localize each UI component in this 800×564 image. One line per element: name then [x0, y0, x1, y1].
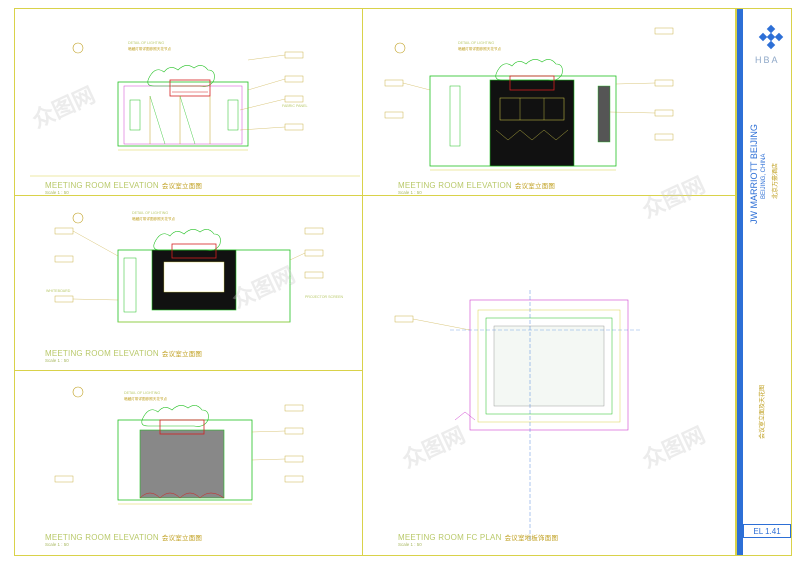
panel-scale-5: Scale 1 : 50	[398, 542, 422, 547]
svg-text:DETAIL OF LIGHTING: DETAIL OF LIGHTING	[124, 391, 160, 395]
grid-divider-vertical	[362, 8, 363, 556]
panel-scale-3: Scale 1 : 50	[45, 358, 69, 363]
grid-divider-row2	[14, 370, 362, 371]
panel-scale-2: Scale 1 : 50	[398, 190, 422, 195]
brand-logo-icon	[758, 24, 784, 50]
title-block: HBA JW MARRIOTT BEIJING BEIJING, CHINA 北…	[736, 8, 792, 556]
svg-text:PROJECTOR SCREEN: PROJECTOR SCREEN	[305, 295, 343, 299]
grid-divider-row1	[14, 195, 736, 196]
project-city: BEIJING, CHINA	[761, 153, 767, 199]
project-name-cn: 北京万豪酒店	[772, 162, 779, 199]
svg-text:WHITEBOARD: WHITEBOARD	[46, 289, 71, 293]
svg-text:暗藏灯带详图参照天花节点: 暗藏灯带详图参照天花节点	[128, 46, 172, 51]
svg-text:DETAIL OF LIGHTING: DETAIL OF LIGHTING	[132, 211, 168, 215]
svg-text:FABRIC PANEL: FABRIC PANEL	[282, 104, 308, 108]
title-block-stripe	[737, 9, 743, 555]
sheet-number: EL 1.41	[743, 524, 791, 538]
svg-text:DETAIL OF LIGHTING: DETAIL OF LIGHTING	[458, 41, 494, 45]
drawing-frame	[14, 8, 736, 556]
svg-text:DETAIL OF LIGHTING: DETAIL OF LIGHTING	[128, 41, 164, 45]
panel-scale-1: Scale 1 : 50	[45, 190, 69, 195]
svg-text:暗藏灯带详图参照天花节点: 暗藏灯带详图参照天花节点	[124, 396, 168, 401]
brand-name: HBA	[755, 55, 780, 65]
project-name: JW MARRIOTT BEIJING	[749, 124, 759, 224]
sheet-title-cn: 会议室立面及天花图	[759, 384, 766, 439]
svg-text:暗藏灯带详图参照天花节点: 暗藏灯带详图参照天花节点	[458, 46, 502, 51]
panel-scale-4: Scale 1 : 50	[45, 542, 69, 547]
svg-text:暗藏灯带详图参照天花节点: 暗藏灯带详图参照天花节点	[132, 216, 176, 221]
